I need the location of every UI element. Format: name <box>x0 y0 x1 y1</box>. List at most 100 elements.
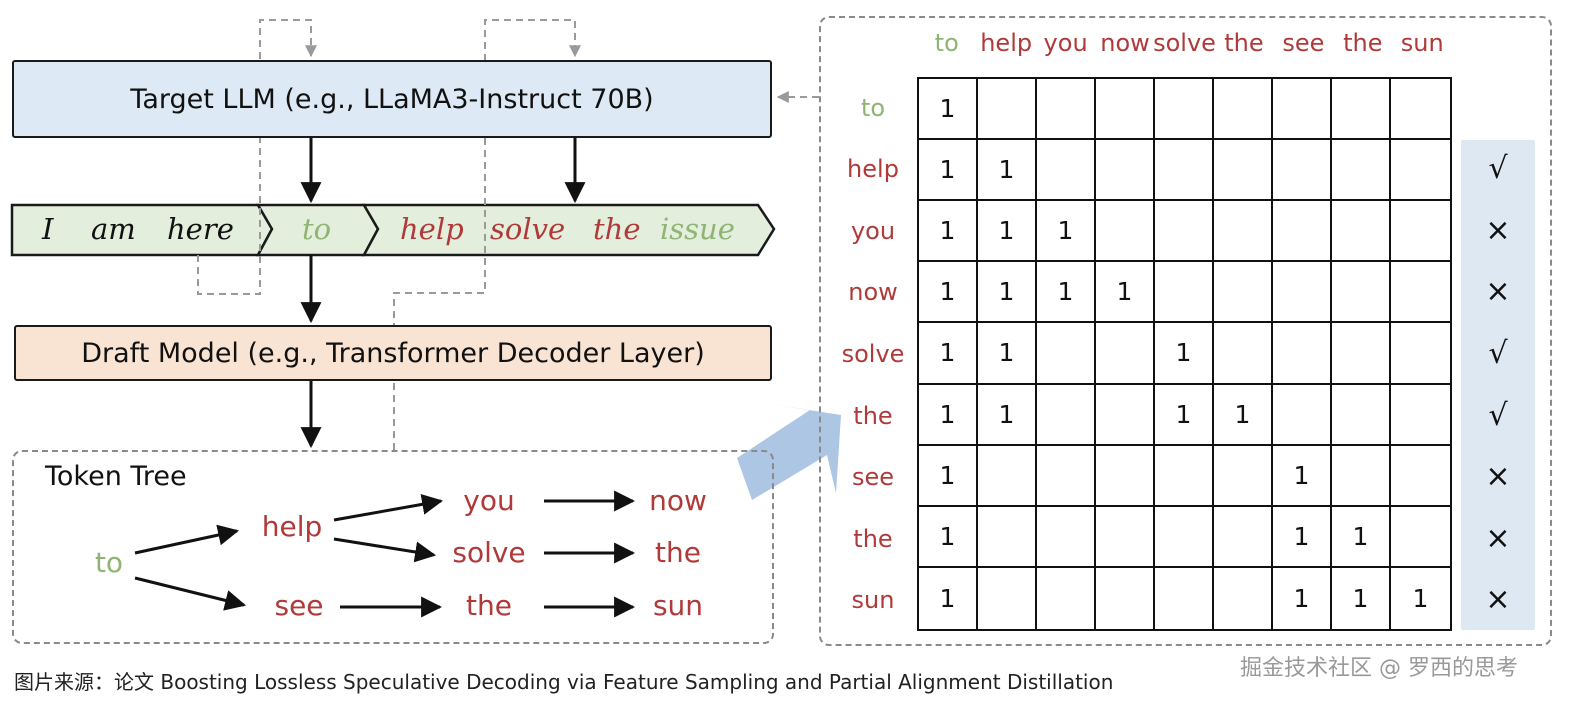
accept-check-icon: √ <box>1488 336 1508 371</box>
reject-cross-icon: × <box>1485 274 1511 310</box>
mask-col-header: now <box>1100 29 1150 57</box>
tree-node-to: to <box>94 546 124 579</box>
mask-cell <box>1037 140 1096 202</box>
mask-col-header: sun <box>1400 29 1444 57</box>
mask-cell: 1 <box>919 567 978 629</box>
mask-cell <box>1273 384 1332 446</box>
tree-node-now: now <box>649 484 707 517</box>
mask-cell <box>1391 79 1450 141</box>
mask-cell <box>1214 445 1273 507</box>
mask-col-header: see <box>1282 29 1325 57</box>
mask-cell <box>1037 445 1096 507</box>
token-tree-edges <box>134 490 636 618</box>
tree-node-the: the <box>655 536 701 569</box>
mask-cell: 1 <box>919 323 978 385</box>
mask-cell <box>1332 79 1391 141</box>
mask-cell <box>1332 140 1391 202</box>
mask-cell <box>978 506 1037 568</box>
tree-edge <box>134 576 247 611</box>
mask-cell <box>1332 384 1391 446</box>
mask-row-header: to <box>860 93 886 122</box>
mask-cell <box>1155 445 1214 507</box>
mask-cell <box>1391 385 1450 446</box>
mask-cell: 1 <box>919 262 978 324</box>
mask-col-header: help <box>980 29 1033 57</box>
mask-cell: 1 <box>978 140 1037 202</box>
mask-cell: 1 <box>1273 506 1332 568</box>
mask-cell <box>1332 445 1391 507</box>
mask-cell <box>1273 201 1332 263</box>
mask-cell <box>1096 506 1155 568</box>
mask-cell <box>1391 507 1450 568</box>
mask-row-header: see <box>851 463 895 492</box>
accept-check-icon: √ <box>1488 397 1508 433</box>
drafted-token: to <box>302 212 332 246</box>
prefix-token: here <box>167 212 234 246</box>
mask-cell <box>1096 140 1155 202</box>
verified-token: help <box>400 212 464 246</box>
mask-cell <box>1214 79 1273 141</box>
mask-cell: 1 <box>919 140 978 202</box>
mask-cell <box>1273 262 1332 324</box>
mask-cell <box>1037 79 1096 141</box>
mask-cell: 1 <box>1037 201 1096 263</box>
dashed-loop-right <box>393 19 581 450</box>
figure-caption: 图片来源：论文 Boosting Lossless Speculative De… <box>14 670 1114 694</box>
mask-cell <box>1155 79 1214 141</box>
prefix-token: I <box>42 212 54 246</box>
tree-edge <box>333 537 437 563</box>
mask-cell <box>978 567 1037 629</box>
mask-cell <box>1155 567 1214 629</box>
mask-cell <box>1273 79 1332 141</box>
mask-cell <box>1273 323 1332 385</box>
mask-cell: 1 <box>919 384 978 446</box>
tree-node-solve: solve <box>452 536 526 569</box>
watermark: 掘金技术社区 @ 罗西的思考 <box>1240 656 1518 681</box>
mask-cell <box>1332 323 1391 385</box>
mask-cell: 1 <box>978 262 1037 324</box>
verify-band <box>361 203 776 257</box>
mask-cell <box>1096 384 1155 446</box>
accept-check-icon: √ <box>1488 151 1508 187</box>
mask-cell <box>1037 384 1096 446</box>
mask-cell <box>1214 567 1273 629</box>
mask-cell <box>978 79 1037 141</box>
mask-cell <box>1096 445 1155 507</box>
mask-row-header: the <box>853 401 893 430</box>
verdict-strip <box>1461 140 1535 630</box>
mask-cell: 1 <box>1412 583 1429 613</box>
draft-model-label: Draft Model (e.g., Transformer Decoder L… <box>81 337 705 369</box>
mask-cell <box>1391 323 1450 385</box>
verified-token: solve <box>490 212 566 246</box>
mask-cell <box>1096 323 1155 385</box>
mask-cell: 1 <box>1273 567 1332 629</box>
mask-cell <box>1391 262 1450 324</box>
mask-row-header: help <box>847 155 899 184</box>
attention-mask-panel <box>819 16 1552 646</box>
token-tree-title: Token Tree <box>45 461 187 492</box>
mask-cell: 1 <box>919 506 978 568</box>
flow-arrows <box>300 138 586 449</box>
target-llm-label: Target LLM (e.g., LLaMA3-Instruct 70B) <box>130 83 654 115</box>
tree-node-help: help <box>261 510 323 543</box>
tree-node-see: see <box>274 589 324 622</box>
mask-cell <box>1096 201 1155 263</box>
mask-cell: 1 <box>1155 323 1214 385</box>
verified-token: issue <box>660 212 735 246</box>
mask-row-header: solve <box>841 340 905 368</box>
mask-cell <box>1273 140 1332 202</box>
mask-cell <box>1214 323 1273 385</box>
mask-cell <box>1155 140 1214 202</box>
mask-cell <box>1096 79 1155 141</box>
mask-row-header: sun <box>851 586 895 615</box>
token-tree-panel <box>12 450 774 644</box>
mask-col-header: solve <box>1153 29 1216 57</box>
mask-cell: 1 <box>919 79 978 141</box>
mask-cell <box>1037 567 1096 629</box>
mask-cell <box>1037 506 1096 568</box>
mask-row-header: you <box>850 216 896 245</box>
mask-row-header: now <box>848 278 898 307</box>
mask-col-header: the <box>1224 29 1264 57</box>
mask-cell: 1 <box>1332 506 1391 568</box>
